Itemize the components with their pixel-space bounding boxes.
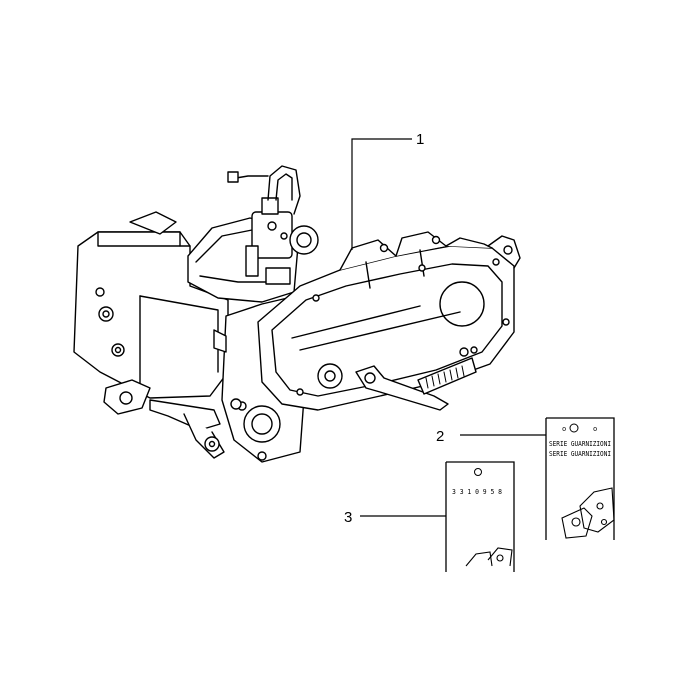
carburettor — [245, 197, 319, 285]
kick-pedal — [355, 346, 478, 411]
label-2-text-line-2: SERIE GUARNIZIONI — [549, 450, 611, 458]
kit-small-mark: o — [593, 425, 597, 433]
callout-3: 3 — [344, 509, 352, 526]
callout-1: 1 — [416, 131, 424, 148]
gasket-pictogram — [561, 487, 615, 539]
callout-2: 2 — [436, 428, 444, 445]
label-2-text-line-1: SERIE GUARNIZIONI — [549, 440, 611, 448]
kit-logo-icon — [474, 468, 482, 476]
callout-leaders — [351, 138, 546, 517]
engine-assembly — [73, 165, 521, 463]
kit-logo-icon — [569, 423, 579, 433]
kickstart-lever — [103, 379, 242, 459]
gasket-pictogram — [465, 547, 513, 567]
gasket-kit-label-small: 3 3 1 0 9 5 8 — [445, 461, 515, 572]
label-3-text: 3 3 1 0 9 5 8 — [452, 488, 502, 496]
rear-mount — [487, 235, 521, 269]
kit-small-mark: o — [562, 425, 566, 433]
gasket-kit-label-large: o o SERIE GUARNIZIONI SERIE GUARNIZIONI — [545, 417, 615, 540]
leader-line-1 — [351, 138, 412, 250]
throttle-cable — [227, 165, 301, 215]
